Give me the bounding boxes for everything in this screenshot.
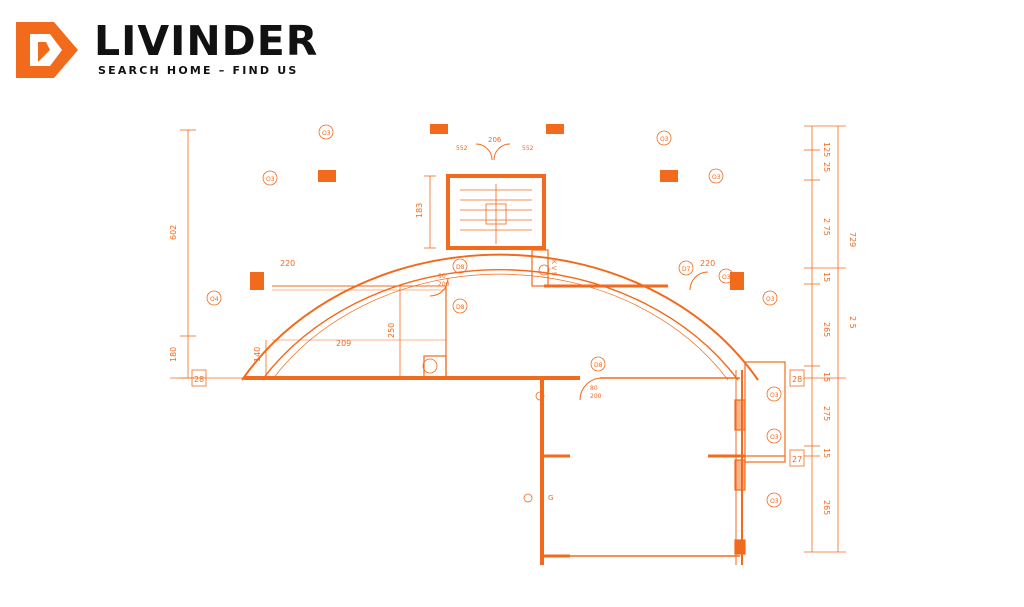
dim-arc-left-label: 220 [280, 259, 295, 268]
door-size-b-label: 200 [438, 281, 450, 288]
dim-left-upper-label: 602 [169, 225, 178, 240]
door-swing-right [689, 271, 709, 291]
shaft-stair [531, 249, 549, 287]
window-right-a-label: O3 [770, 392, 779, 399]
arc-window-upper-left [318, 170, 336, 182]
door-upper-left-label: D8 [456, 264, 465, 271]
window-arc-left-label: O3 [266, 176, 275, 183]
dim-right-a-label: 25 [822, 162, 831, 172]
brand-tagline: SEARCH HOME – FIND US [98, 64, 299, 77]
axis-marker-left-box [191, 369, 207, 387]
axis-marker-left: 28 [194, 375, 204, 384]
dim-right-c-label: 15 [822, 272, 831, 282]
top-b-label: 552 [456, 145, 468, 152]
brand-logo-icon [16, 22, 78, 78]
dim-room-left-label: 140 [253, 347, 262, 362]
floor-plan: 602 180 183 250 209 140 220 220 125 25 2… [169, 124, 857, 565]
door-right-label: D7 [682, 266, 691, 273]
door-upper-mid-label: D8 [456, 304, 465, 311]
door-center-label: D8 [594, 362, 603, 369]
wall-g-label: G [548, 494, 553, 502]
door-swing-top-b [493, 143, 511, 161]
arc-wall-inner [261, 269, 739, 381]
axis-marker-right-top-box [789, 369, 805, 387]
arc-window-left [250, 272, 264, 290]
door-size-c-label: 80 [590, 385, 598, 392]
axis-marker-right-top: 28 [792, 375, 802, 384]
ventilation-label: K V 5 [550, 260, 557, 276]
door-swing-top-a [475, 143, 493, 161]
axis-marker-right-bottom-box [789, 449, 805, 467]
dim-right-h-label: 265 [822, 500, 831, 515]
window-right-d-label: O3 [766, 296, 775, 303]
stair-treads [460, 184, 532, 244]
dim-right-f-label: 275 [822, 406, 831, 421]
arc-window-top-left [430, 124, 448, 134]
window-arc-top-right-label: O3 [660, 136, 669, 143]
dim-right-total-upper-label: 729 [848, 232, 857, 247]
window-stack-right [734, 361, 786, 555]
door-swing-center [579, 377, 603, 401]
arc-wall-outer [241, 253, 759, 381]
window-arc-right-label: O3 [722, 274, 731, 281]
window-right-b-label: O3 [770, 434, 779, 441]
dim-right-d-label: 265 [822, 322, 831, 337]
dim-right-g-label: 15 [822, 448, 831, 458]
door-size-a-label: 80 [438, 273, 446, 280]
arc-wall-inner-2 [271, 273, 729, 381]
dim-room-depth-label: 250 [387, 323, 396, 338]
door-size-d-label: 200 [590, 393, 602, 400]
arc-window-top-right [546, 124, 564, 134]
brand-name: LIVINDER [94, 17, 319, 65]
top-a-label: 206 [488, 136, 502, 144]
arc-window-right [730, 272, 744, 290]
arc-window-upper-right [660, 170, 678, 182]
dim-right-total-label: 2 5 [848, 316, 857, 329]
dim-right-b-label: 2 75 [822, 218, 831, 236]
door-swing-left [429, 277, 449, 297]
axis-marker-right-bottom: 27 [792, 455, 802, 464]
top-c-label: 552 [522, 145, 534, 152]
dim-room-width-label: 209 [336, 339, 351, 348]
dim-right-top-label: 125 [822, 142, 831, 157]
brand-logo[interactable]: LIVINDER SEARCH HOME – FIND US [16, 18, 336, 82]
stair-core [446, 174, 546, 250]
window-left-label: O4 [210, 296, 219, 303]
window-arc-top-left-label: O3 [322, 130, 331, 137]
dim-arc-right-label: 220 [700, 259, 715, 268]
shaft-small [423, 355, 447, 379]
dim-stair-label: 183 [415, 203, 424, 218]
reference-circles [206, 124, 782, 508]
window-right-c-label: O3 [770, 498, 779, 505]
dim-left-lower-label: 180 [169, 347, 178, 362]
window-right-top-label: O3 [712, 174, 721, 181]
dim-right-e-label: 15 [822, 372, 831, 382]
